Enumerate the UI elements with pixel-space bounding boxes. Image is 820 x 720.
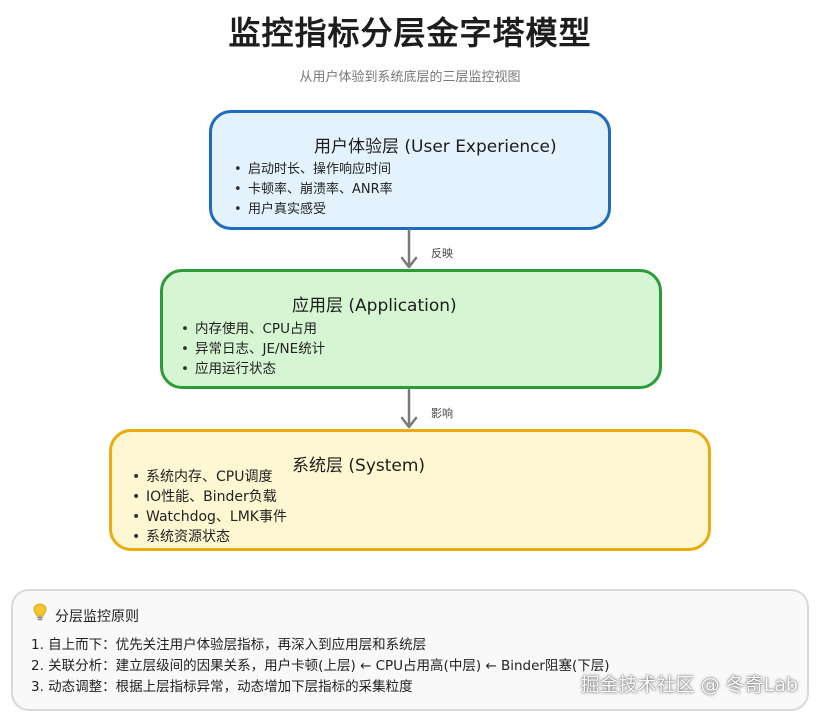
layer-items: 系统内存、CPU调度 IO性能、Binder负载 Watchdog、LMK事件 … [132,467,287,547]
principle-item: 3. 动态调整：根据上层指标异常，动态增加下层指标的采集粒度 [31,679,413,695]
layer-items: 启动时长、操作响应时间 卡顿率、崩溃率、ANR率 用户真实感受 [234,160,393,220]
watermark: 掘金技术社区 @ 冬奇Lab [580,674,798,696]
diagram-subtitle: 从用户体验到系统底层的三层监控视图 [299,70,521,85]
layer-item: Watchdog、LMK事件 [132,507,287,527]
arrow-down-icon [400,388,418,429]
principle-item: 1. 自上而下：优先关注用户体验层指标，再深入到应用层和系统层 [31,637,427,653]
layer-item: 系统内存、CPU调度 [132,467,287,487]
principles-list: 1. 自上而下：优先关注用户体验层指标，再深入到应用层和系统层 2. 关联分析：… [31,635,610,698]
lightbulb-icon [31,603,49,625]
layer-application: 应用层 (Application) 内存使用、CPU占用 异常日志、JE/NE统… [160,269,662,389]
layer-items: 内存使用、CPU占用 异常日志、JE/NE统计 应用运行状态 [181,319,325,379]
layer-item: IO性能、Binder负载 [132,487,287,507]
layer-title: 应用层 (Application) [292,296,457,316]
layer-item: 异常日志、JE/NE统计 [181,339,325,359]
arrow-down-icon [400,228,418,269]
layer-item: 卡顿率、崩溃率、ANR率 [234,180,393,200]
diagram-title: 监控指标分层金字塔模型 [228,14,592,52]
layer-user-experience: 用户体验层 (User Experience) 启动时长、操作响应时间 卡顿率、… [209,110,611,230]
principles-heading: 分层监控原则 [31,603,139,626]
layer-item: 系统资源状态 [132,527,287,547]
principle-item: 2. 关联分析：建立层级间的因果关系，用户卡顿(上层) ← CPU占用高(中层)… [31,658,610,674]
layer-item: 应用运行状态 [181,359,325,379]
principles-heading-text: 分层监控原则 [55,609,139,625]
layer-item: 用户真实感受 [234,200,393,220]
arrow-label-affect: 影响 [431,407,453,420]
layer-system: 系统层 (System) 系统内存、CPU调度 IO性能、Binder负载 Wa… [109,429,711,551]
layer-title: 系统层 (System) [292,456,426,476]
layer-title: 用户体验层 (User Experience) [314,137,557,157]
layer-item: 启动时长、操作响应时间 [234,160,393,180]
arrow-label-reflect: 反映 [431,247,453,260]
principles-box: 分层监控原则 1. 自上而下：优先关注用户体验层指标，再深入到应用层和系统层 2… [11,589,809,711]
layer-item: 内存使用、CPU占用 [181,319,325,339]
